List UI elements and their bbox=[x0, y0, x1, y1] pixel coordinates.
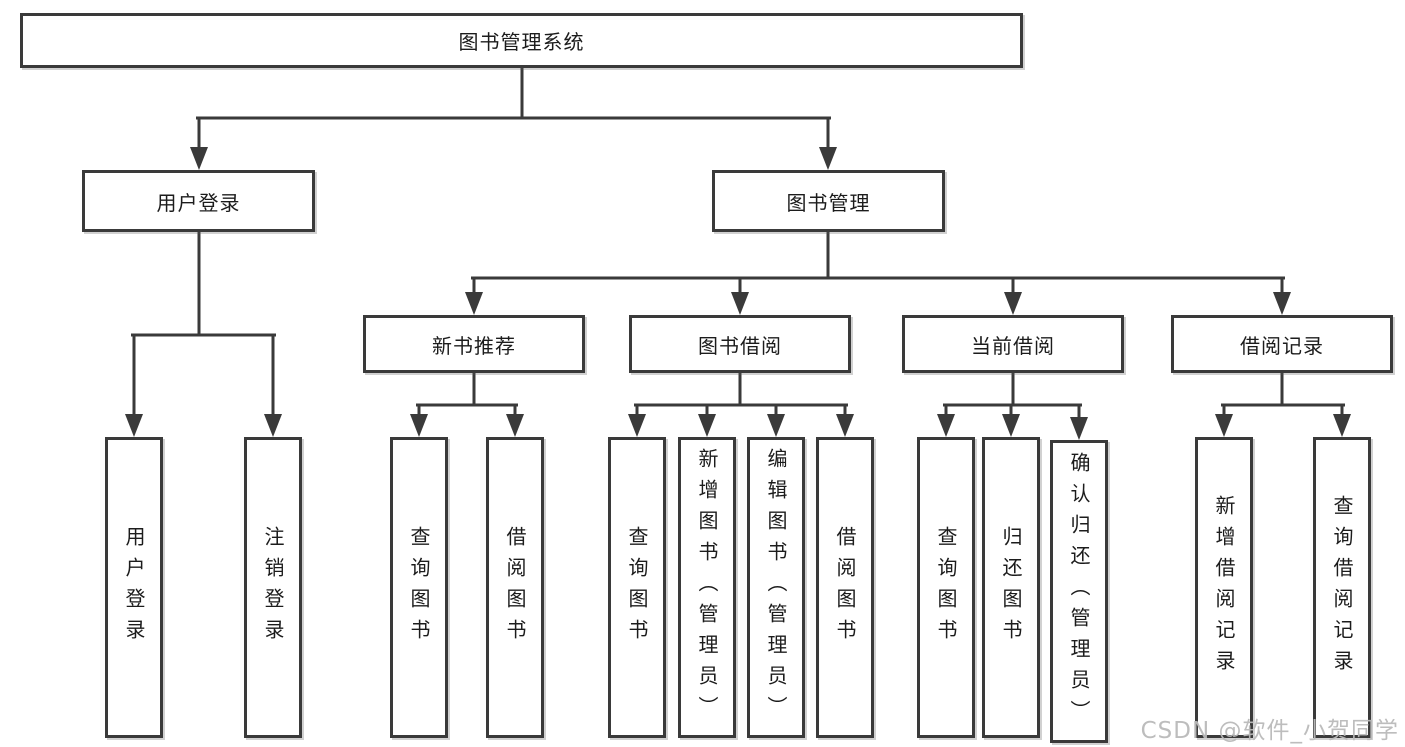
leaf-label: 编辑图书（管理员） bbox=[764, 448, 788, 727]
leaf-label: 注销登录 bbox=[261, 525, 285, 650]
leaf-logout-login: 注销登录 bbox=[244, 437, 302, 738]
node-label: 新书推荐 bbox=[432, 333, 516, 358]
leaf-label: 新增借阅记录 bbox=[1212, 494, 1236, 681]
node-user-login: 用户登录 bbox=[82, 170, 315, 232]
leaf-query-books-recommend: 查询图书 bbox=[390, 437, 448, 738]
leaf-return-books: 归还图书 bbox=[982, 437, 1040, 738]
leaf-query-books-current: 查询图书 bbox=[917, 437, 975, 738]
leaf-add-borrow-record: 新增借阅记录 bbox=[1195, 437, 1253, 738]
node-label: 图书管理系统 bbox=[458, 30, 585, 54]
leaf-user-login: 用户登录 bbox=[105, 437, 163, 738]
leaf-borrow-books-recommend: 借阅图书 bbox=[486, 437, 544, 738]
node-borrowing-records: 借阅记录 bbox=[1171, 315, 1393, 373]
node-label: 图书管理 bbox=[786, 190, 871, 215]
node-label: 图书借阅 bbox=[698, 333, 782, 358]
leaf-label: 借阅图书 bbox=[503, 525, 527, 650]
node-new-book-recommendation: 新书推荐 bbox=[363, 315, 585, 373]
leaf-label: 借阅图书 bbox=[833, 525, 857, 650]
leaf-label: 用户登录 bbox=[122, 525, 146, 650]
node-label: 用户登录 bbox=[156, 190, 241, 215]
arrowheads bbox=[125, 147, 1351, 440]
leaf-label: 查询图书 bbox=[625, 525, 649, 650]
node-book-management: 图书管理 bbox=[712, 170, 945, 232]
leaf-query-books-borrowing: 查询图书 bbox=[608, 437, 666, 738]
leaf-borrow-books-borrowing: 借阅图书 bbox=[816, 437, 874, 738]
node-label: 借阅记录 bbox=[1240, 333, 1324, 358]
leaf-confirm-return-admin: 确认归还（管理员） bbox=[1050, 440, 1108, 743]
node-book-management-system: 图书管理系统 bbox=[20, 13, 1023, 68]
leaf-label: 确认归还（管理员） bbox=[1067, 452, 1091, 731]
node-book-borrowing: 图书借阅 bbox=[629, 315, 851, 373]
leaf-edit-books-admin: 编辑图书（管理员） bbox=[747, 437, 805, 738]
leaf-label: 查询图书 bbox=[407, 525, 431, 650]
leaf-label: 查询借阅记录 bbox=[1330, 494, 1354, 681]
leaf-label: 归还图书 bbox=[999, 525, 1023, 650]
watermark-csdn: CSDN @软件_小贺同学 bbox=[1140, 718, 1399, 744]
node-current-borrowing: 当前借阅 bbox=[902, 315, 1124, 373]
leaf-label: 查询图书 bbox=[934, 525, 958, 650]
leaf-add-books-admin: 新增图书（管理员） bbox=[678, 437, 736, 738]
leaf-label: 新增图书（管理员） bbox=[695, 448, 719, 727]
leaf-query-borrow-record: 查询借阅记录 bbox=[1313, 437, 1371, 738]
node-label: 当前借阅 bbox=[971, 333, 1055, 358]
